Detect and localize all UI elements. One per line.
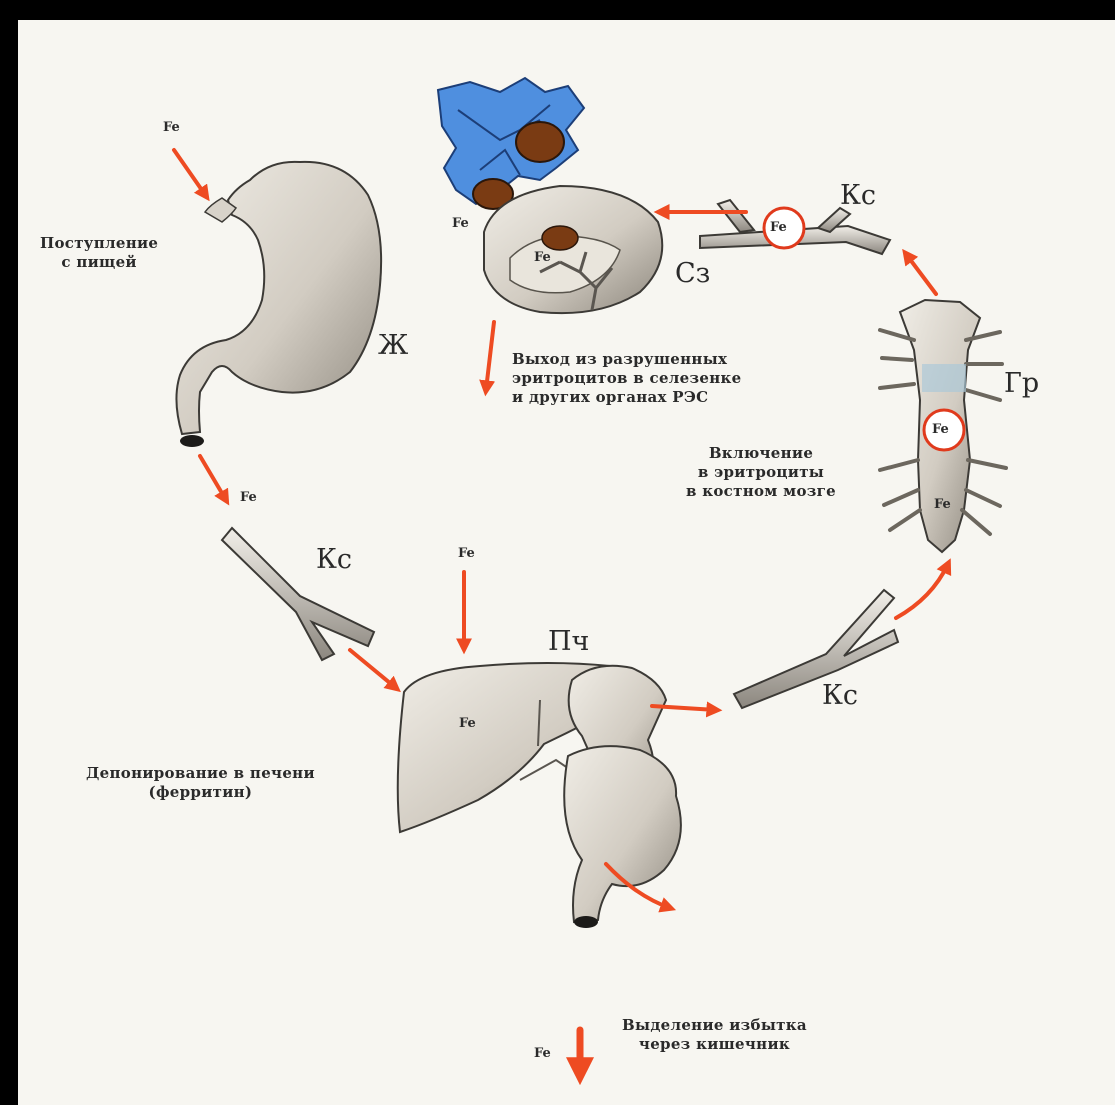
caption-inclusion-line3: в костном мозге xyxy=(686,482,836,501)
caption-intake-line2: с пищей xyxy=(40,253,158,272)
caption-excretion-line1: Выделение избытка xyxy=(622,1016,807,1035)
arrow-spleen-release xyxy=(486,322,494,390)
caption-intake: Поступление с пищей xyxy=(40,234,158,272)
caption-intake-line1: Поступление xyxy=(40,234,158,253)
arrow-vessel-to-marrow xyxy=(896,564,948,618)
caption-release-line2: эритроцитов в селезенке xyxy=(512,369,742,388)
caption-inclusion-line1: Включение xyxy=(686,444,836,463)
stomach-illustration xyxy=(176,162,381,447)
label-stomach: Ж xyxy=(378,330,408,361)
arrow-marrow-to-vessel xyxy=(906,254,936,294)
caption-release: Выход из разрушенных эритроцитов в селез… xyxy=(512,350,742,407)
caption-deposit-line1: Депонирование в печени xyxy=(86,764,315,783)
iron-label-vessel: Fe xyxy=(770,220,787,235)
caption-deposit: Депонирование в печени (ферритин) xyxy=(86,764,315,802)
iron-label-vessel-left: Fe xyxy=(240,490,257,505)
caption-release-line3: и других органах РЭС xyxy=(512,388,742,407)
caption-inclusion: Включение в эритроциты в костном мозге xyxy=(686,444,836,501)
label-bone-marrow: Гр xyxy=(1004,368,1039,399)
caption-excretion-line2: через кишечник xyxy=(622,1035,807,1054)
iron-label-liver-input: Fe xyxy=(458,546,475,561)
iron-label-excretion: Fe xyxy=(534,1046,551,1061)
iron-label-spleen-outer: Fe xyxy=(452,216,469,231)
caption-excretion: Выделение избытка через кишечник xyxy=(622,1016,807,1054)
caption-deposit-line2: (ферритин) xyxy=(86,783,315,802)
label-vessel-top: Кс xyxy=(840,180,876,211)
label-vessel-right: Кс xyxy=(822,680,858,711)
label-spleen: Сз xyxy=(675,258,710,289)
spleen-illustration xyxy=(438,78,662,313)
arrow-stomach-to-vessel xyxy=(200,456,226,500)
iron-label-marrow: Fe xyxy=(932,422,949,437)
arrow-intake xyxy=(174,150,206,196)
iron-label-marrow-lower: Fe xyxy=(934,497,951,512)
label-liver: Пч xyxy=(548,626,589,657)
iron-label-liver: Fe xyxy=(459,716,476,731)
caption-release-line1: Выход из разрушенных xyxy=(512,350,742,369)
blood-vessel-right xyxy=(734,590,898,708)
label-vessel-left: Кс xyxy=(316,544,352,575)
arrow-vessel-to-liver xyxy=(350,650,396,688)
iron-label-intake: Fe xyxy=(163,120,180,135)
iron-label-spleen-inner: Fe xyxy=(534,250,551,265)
caption-inclusion-line2: в эритроциты xyxy=(686,463,836,482)
